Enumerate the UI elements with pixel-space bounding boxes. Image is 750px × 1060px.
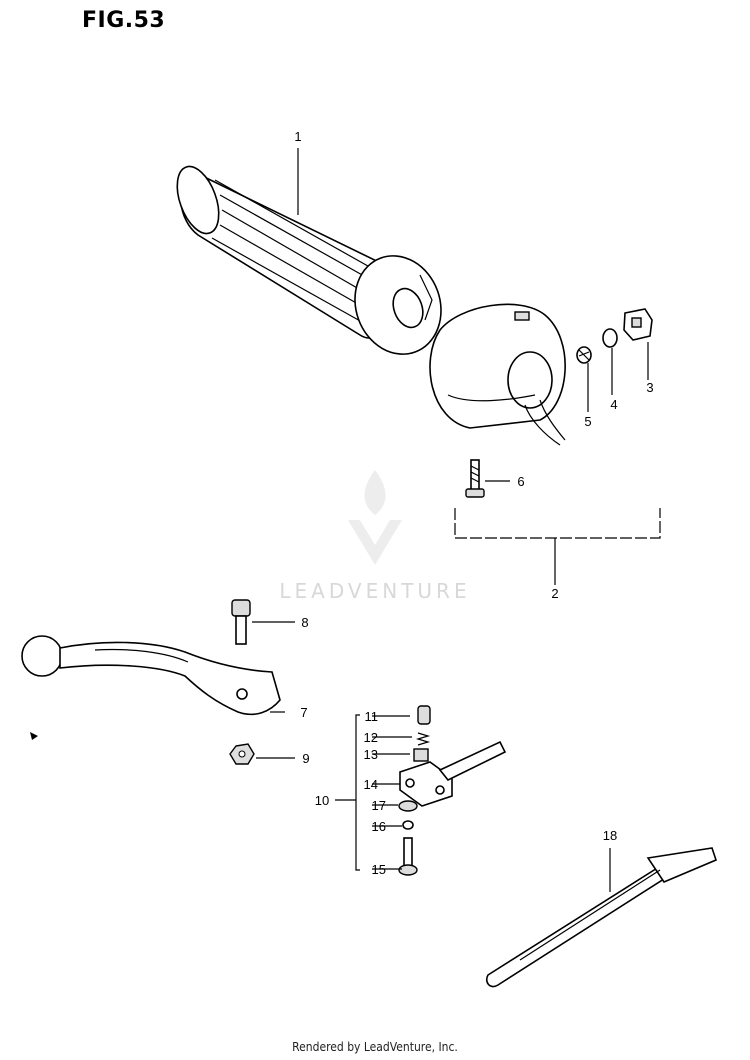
- callout-17: 17: [372, 798, 386, 813]
- callout-14: 14: [364, 777, 378, 792]
- stray-mark: [30, 732, 38, 740]
- footer-credit: Rendered by LeadVenture, Inc.: [292, 1040, 458, 1054]
- bracket-10: [355, 714, 360, 871]
- callout-16: 16: [372, 819, 386, 834]
- callout-13: 13: [364, 747, 378, 762]
- part-6-screw: [465, 459, 485, 498]
- watermark-text: LEADVENTURE: [279, 579, 470, 603]
- callout-1: 1: [294, 129, 301, 144]
- part-3-cover: [623, 308, 653, 341]
- part-12-spring: [415, 732, 431, 746]
- part-2-switch-housing: [429, 303, 566, 446]
- callout-18: 18: [603, 828, 617, 843]
- part-18-band: [485, 847, 717, 988]
- part-13-plunger: [413, 748, 429, 762]
- callout-7: 7: [300, 705, 307, 720]
- callout-9: 9: [302, 751, 309, 766]
- figure-title: FIG.53: [82, 8, 166, 33]
- part-14-switch-body: [399, 740, 507, 807]
- part-11-cap: [417, 705, 431, 725]
- bracket-2: [454, 508, 661, 539]
- callout-12: 12: [364, 730, 378, 745]
- callout-6: 6: [517, 474, 524, 489]
- callout-3: 3: [646, 380, 653, 395]
- part-15-screw: [398, 837, 418, 876]
- part-17-washer: [398, 800, 418, 812]
- callout-8: 8: [301, 615, 308, 630]
- callout-4: 4: [610, 397, 617, 412]
- callout-5: 5: [584, 414, 591, 429]
- part-4-washer: [602, 328, 618, 348]
- part-16-lockwasher: [402, 820, 414, 830]
- watermark-logo: [348, 470, 402, 565]
- callout-15: 15: [372, 862, 386, 877]
- part-1-grip: [176, 165, 442, 355]
- callout-2: 2: [551, 586, 558, 601]
- leader-lines: [252, 148, 649, 892]
- part-5-spring: [576, 346, 592, 364]
- part-8-bolt: [231, 599, 251, 645]
- callout-10: 10: [315, 793, 329, 808]
- callout-11: 11: [365, 709, 379, 724]
- part-9-nut: [229, 743, 255, 765]
- part-7-lever: [21, 635, 281, 716]
